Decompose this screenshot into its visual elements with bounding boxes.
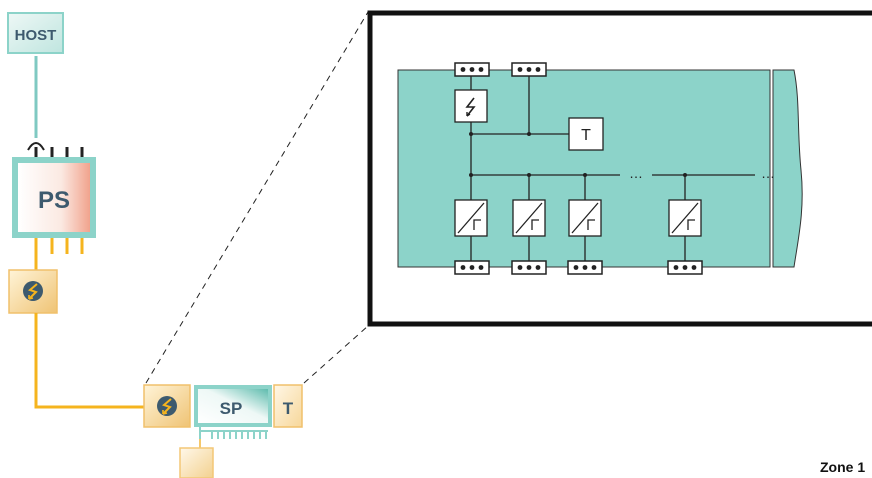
isolator-box-1 [454,199,488,237]
isolator-icon [457,202,485,234]
surge-protector-bottom[interactable] [143,384,191,428]
circuit-board [397,69,771,268]
detail-t-label: T [581,127,591,144]
field-device-box[interactable] [179,447,214,478]
ps-power-supply-box[interactable]: PS [12,157,96,238]
terminal-block-bottom-4 [667,260,703,275]
isolator-box-3 [568,199,602,237]
isolator-icon [515,202,543,234]
ps-label: PS [38,187,70,214]
terminal-block-bottom-2 [511,260,547,275]
junction-dots [469,132,687,177]
isolator-box-2 [512,199,546,237]
surge-protector-top[interactable] [8,269,58,314]
sp-label: SP [220,399,243,418]
ps-top-pins [34,147,84,158]
ps-top-connector-arc [27,142,45,151]
ps-bottom-pins [34,238,84,254]
bus-ellipsis-end-label: … [761,165,775,181]
board-break-edge [772,69,803,268]
surge-protector-icon [157,396,177,416]
terminal-block-bottom-1 [454,260,490,275]
surge-protector-icon [23,281,43,301]
surge-element-icon [465,97,476,117]
isolator-icon [671,202,699,234]
terminal-block-bottom-3 [567,260,603,275]
t-module-label: T [283,399,294,418]
detail-t-terminator-box: T [568,117,604,151]
host-label: HOST [15,27,57,44]
t-terminator-box[interactable]: T [273,384,303,428]
host-box[interactable]: HOST [7,12,64,54]
surge-element-box [454,89,488,123]
terminal-block-top-2 [511,62,547,77]
trunk-line-lower [34,313,144,409]
sp-spur-comb [199,427,268,450]
terminal-block-top-1 [454,62,490,77]
zoom-line-lower [303,325,369,384]
sp-segment-protector-box[interactable]: SP [194,385,272,427]
isolator-box-4 [668,199,702,237]
isolator-icon [571,202,599,234]
bus-ellipsis-label: … [629,165,643,181]
zone-label: Zone 1 [820,459,865,475]
zoom-line-upper [145,11,369,384]
